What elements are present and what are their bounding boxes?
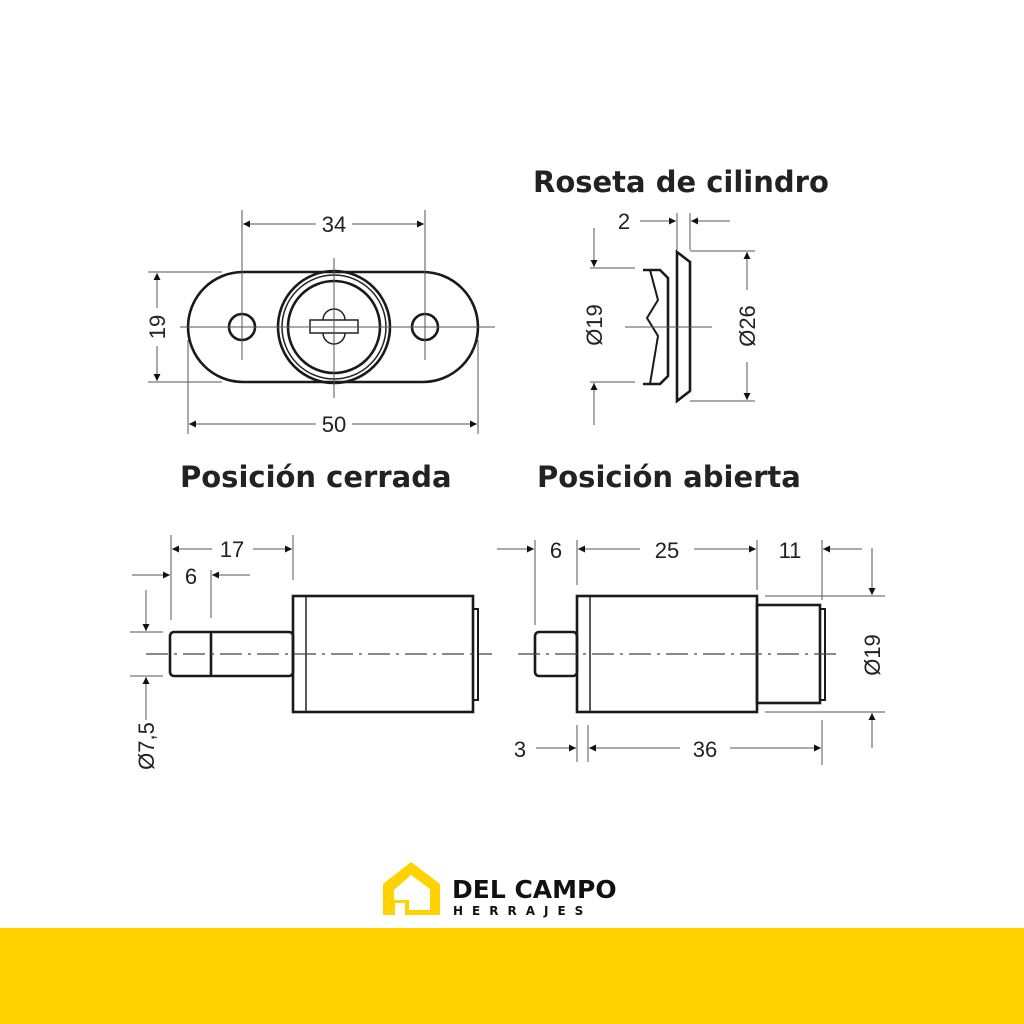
house-icon (383, 862, 440, 915)
dim-6-open: 6 (550, 538, 562, 563)
dim-6-closed: 6 (185, 564, 197, 589)
title-open: Posición abierta (537, 460, 801, 494)
dim-diameter-7-5: Ø7,5 (134, 722, 159, 770)
dim-3: 3 (514, 737, 526, 762)
dim-diameter-26: Ø26 (735, 305, 760, 347)
brand-name: DEL CAMPO (452, 875, 617, 904)
dim-diameter-19-open: Ø19 (860, 634, 885, 676)
closed-position-view: 17 6 Ø7,5 (130, 535, 492, 770)
plate-front-view: 34 19 50 (145, 210, 495, 437)
dim-50: 50 (322, 412, 346, 437)
dim-11: 11 (779, 538, 802, 563)
brand-logo: DEL CAMPO HERRAJES (383, 862, 617, 918)
dim-diameter-19: Ø19 (582, 304, 607, 346)
dim-2: 2 (618, 209, 630, 234)
title-closed: Posición cerrada (180, 460, 452, 494)
brand-subtitle: HERRAJES (453, 904, 592, 918)
rosette-side-view: 2 Ø19 Ø26 (582, 209, 760, 425)
dim-17: 17 (220, 537, 244, 562)
dim-34: 34 (322, 212, 346, 237)
brand-yellow-band (0, 928, 1024, 1024)
dim-25: 25 (655, 538, 679, 563)
dim-36: 36 (693, 737, 717, 762)
dim-19: 19 (145, 315, 170, 339)
title-rosette: Roseta de cilindro (533, 165, 829, 199)
open-position-view: 6 25 11 Ø19 3 36 (497, 538, 885, 765)
